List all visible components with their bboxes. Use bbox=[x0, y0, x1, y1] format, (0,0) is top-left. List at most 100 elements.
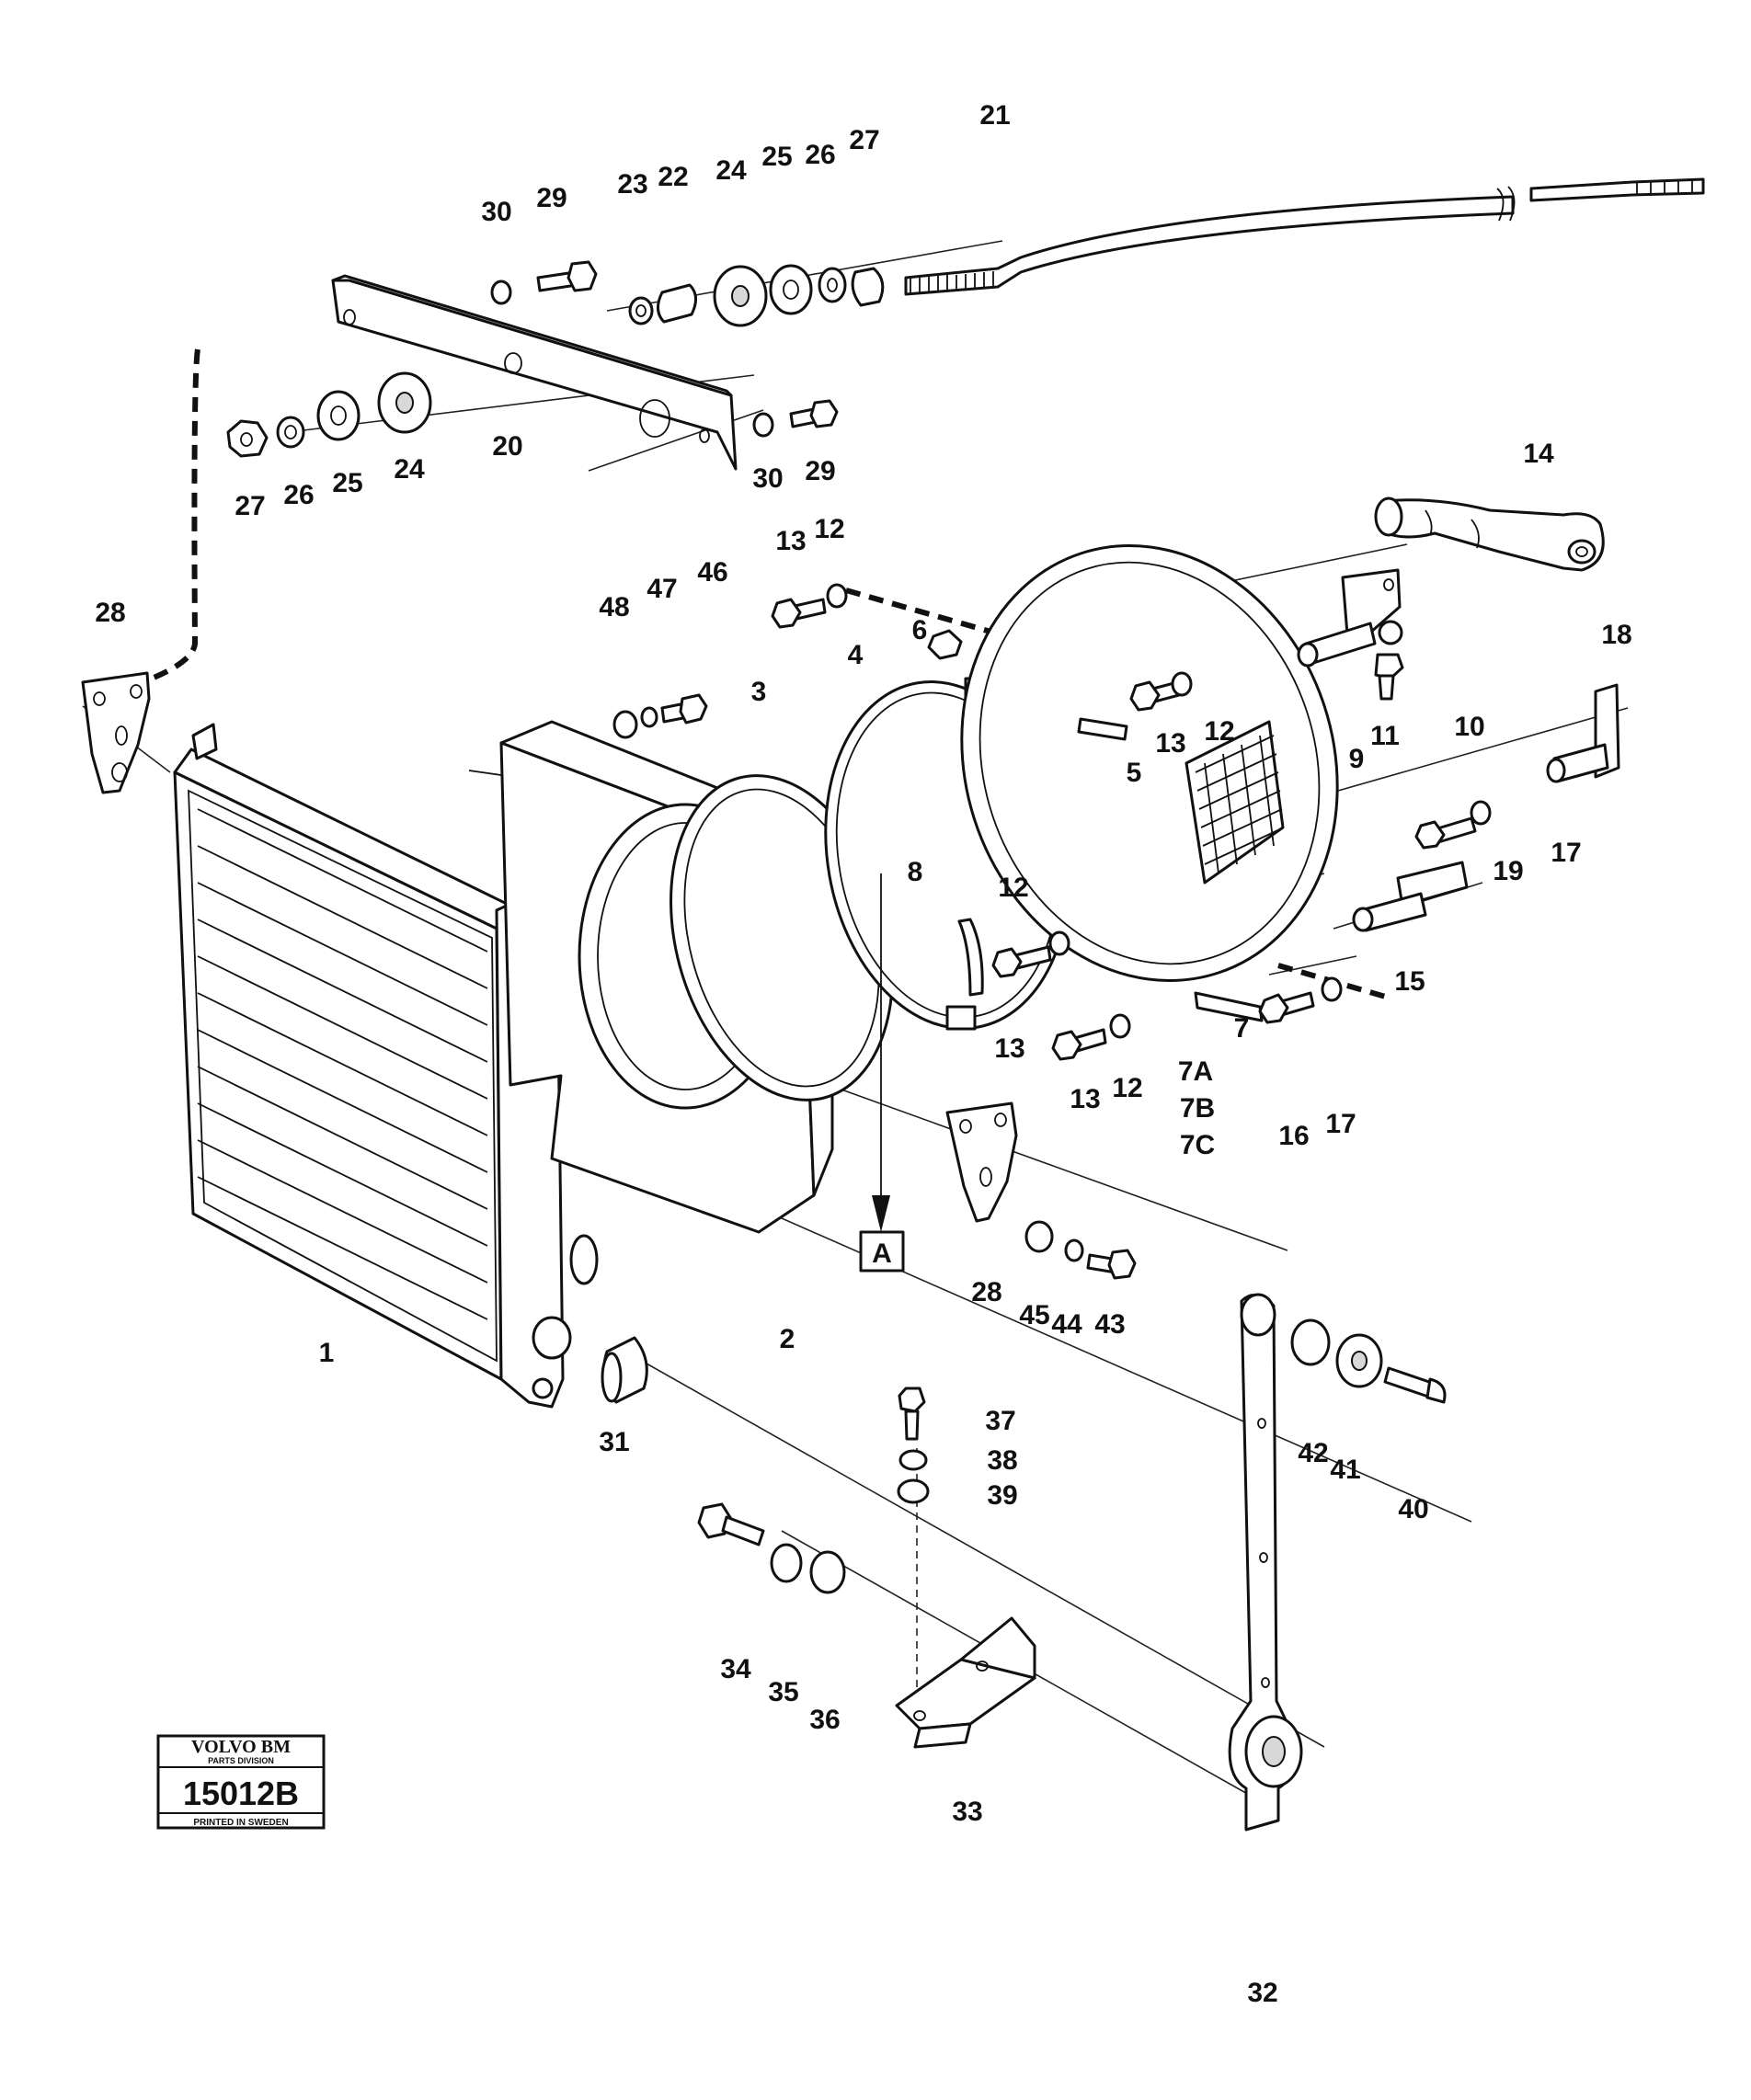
callout-13: 13 bbox=[1155, 728, 1185, 759]
callout-6: 6 bbox=[912, 615, 928, 645]
bracket-28-left bbox=[81, 671, 151, 794]
callout-13: 13 bbox=[775, 526, 806, 556]
washer-39 bbox=[897, 1478, 930, 1504]
callout-29: 29 bbox=[805, 456, 835, 486]
callout-21: 21 bbox=[979, 100, 1010, 131]
nut-6 bbox=[927, 629, 963, 660]
callout-26: 26 bbox=[283, 480, 314, 510]
bolt-5 bbox=[1077, 717, 1128, 741]
bolt-13-lower bbox=[1051, 1013, 1131, 1061]
callout-27: 27 bbox=[235, 491, 265, 521]
callout-12: 12 bbox=[1112, 1073, 1142, 1103]
callout-11: 11 bbox=[1370, 721, 1400, 751]
callout-13: 13 bbox=[1070, 1084, 1100, 1114]
washer-35 bbox=[770, 1543, 803, 1583]
bracket-28-lower bbox=[945, 1101, 1018, 1223]
logo-printed: PRINTED IN SWEDEN bbox=[193, 1818, 288, 1828]
bolt-16 bbox=[1258, 976, 1343, 1024]
bracket-9 bbox=[1297, 568, 1402, 668]
callout-28: 28 bbox=[971, 1277, 1001, 1307]
callout-47: 47 bbox=[647, 574, 677, 604]
dashed-link-28-20 bbox=[145, 348, 200, 683]
bolt-29-lower bbox=[752, 399, 839, 438]
callout-34: 34 bbox=[720, 1654, 751, 1684]
callout-12: 12 bbox=[814, 514, 844, 544]
callout-5: 5 bbox=[1127, 758, 1142, 788]
callout-32: 32 bbox=[1247, 1978, 1277, 2008]
bolt-8 bbox=[991, 930, 1070, 978]
callout-35: 35 bbox=[768, 1677, 798, 1707]
callout-26: 26 bbox=[805, 140, 835, 170]
callout-22: 22 bbox=[658, 162, 688, 192]
top-fastener-stack bbox=[628, 264, 885, 327]
callout-1: 1 bbox=[319, 1338, 335, 1368]
volvo-bm-logo: VOLVO BM PARTS DIVISION 15012B PRINTED I… bbox=[156, 1734, 326, 1830]
control-rod bbox=[904, 177, 1705, 296]
callout-25: 25 bbox=[761, 142, 792, 172]
logo-brand: VOLVO BM bbox=[191, 1737, 291, 1757]
fastener-40-42 bbox=[1290, 1318, 1447, 1404]
callout-30: 30 bbox=[752, 463, 783, 494]
callout-37: 37 bbox=[985, 1406, 1015, 1436]
callout-23: 23 bbox=[617, 169, 647, 200]
bolt-37 bbox=[898, 1387, 926, 1441]
bolt-34 bbox=[697, 1502, 765, 1546]
callout-7: 7 bbox=[1234, 1013, 1250, 1044]
radiator bbox=[173, 723, 599, 1409]
callout-7B: 7B bbox=[1180, 1093, 1215, 1124]
callout-18: 18 bbox=[1601, 620, 1631, 650]
callout-24: 24 bbox=[715, 155, 747, 186]
callout-39: 39 bbox=[987, 1480, 1017, 1511]
callout-4: 4 bbox=[848, 640, 864, 670]
callout-44: 44 bbox=[1051, 1309, 1082, 1340]
callout-42: 42 bbox=[1298, 1438, 1328, 1468]
callout-12: 12 bbox=[1204, 716, 1234, 747]
callout-30: 30 bbox=[481, 197, 511, 227]
logo-division: PARTS DIVISION bbox=[208, 1756, 274, 1765]
callout-17: 17 bbox=[1551, 838, 1581, 868]
bolt-46-48 bbox=[612, 693, 708, 739]
callout-27: 27 bbox=[849, 125, 879, 155]
view-marker-label: A bbox=[872, 1238, 892, 1269]
bolt-11 bbox=[1374, 620, 1404, 701]
washer-36 bbox=[809, 1550, 846, 1594]
mounting-bar bbox=[331, 274, 738, 471]
callout-8: 8 bbox=[908, 857, 923, 887]
bracket-33 bbox=[895, 1616, 1036, 1749]
callout-7A: 7A bbox=[1178, 1056, 1213, 1087]
logo-code: 15012B bbox=[183, 1775, 299, 1812]
bracket-18 bbox=[1546, 683, 1620, 783]
callout-19: 19 bbox=[1493, 856, 1523, 886]
fan-guard bbox=[960, 544, 1339, 1022]
callout-3: 3 bbox=[751, 677, 767, 707]
callout-38: 38 bbox=[987, 1445, 1017, 1476]
callout-28: 28 bbox=[95, 598, 125, 628]
left-fastener-stack bbox=[226, 371, 432, 458]
stay-arm-32 bbox=[1228, 1293, 1303, 1832]
callout-20: 20 bbox=[492, 431, 522, 462]
callout-48: 48 bbox=[599, 592, 629, 622]
callout-31: 31 bbox=[599, 1427, 629, 1457]
callout-43: 43 bbox=[1094, 1309, 1125, 1340]
bolt-13-guard bbox=[1129, 671, 1193, 712]
callout-16: 16 bbox=[1278, 1121, 1309, 1151]
callout-15: 15 bbox=[1394, 966, 1425, 997]
view-marker-a: A bbox=[859, 873, 905, 1273]
callout-40: 40 bbox=[1398, 1494, 1428, 1524]
callout-29: 29 bbox=[536, 183, 566, 213]
callout-17: 17 bbox=[1325, 1109, 1356, 1139]
bolt-29-upper bbox=[490, 260, 598, 305]
bracket-15 bbox=[1352, 861, 1469, 932]
bolt-13-upper bbox=[771, 583, 848, 629]
callout-9: 9 bbox=[1349, 744, 1365, 774]
bushing-31 bbox=[601, 1336, 648, 1404]
callout-46: 46 bbox=[697, 557, 727, 588]
callout-12: 12 bbox=[998, 873, 1028, 903]
callout-24: 24 bbox=[394, 454, 425, 485]
bolt-43 bbox=[1024, 1220, 1137, 1280]
washer-38 bbox=[898, 1449, 928, 1471]
callout-10: 10 bbox=[1454, 712, 1484, 742]
